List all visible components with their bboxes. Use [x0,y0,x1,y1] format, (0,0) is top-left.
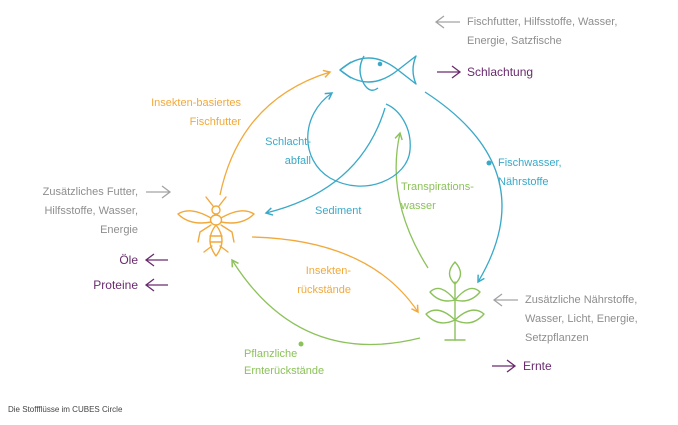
insect-inputs-line3: Energie [100,224,138,236]
protein-output-label: Proteine [93,278,138,292]
fish-inputs-line1: Fischfutter, Hilfsstoffe, Wasser, [467,16,618,28]
insect-inputs-line2: Hilfsstoffe, Wasser, [44,205,138,217]
arrow-insect-residue [251,236,419,314]
sediment-label: Sediment [315,205,362,217]
arrow-insect-feed [219,69,332,196]
arrow-fish-inputs [434,15,460,29]
fish-output-label: Schlachtung [467,65,534,79]
transpiration-label-line2: wasser [401,200,436,212]
arrow-protein-output [144,278,168,292]
oil-output-label: Öle [119,253,138,267]
arrow-transpiration [394,131,429,269]
arrow-fish-water [424,91,503,284]
insect-icon [177,196,255,257]
plant-residue-label-line1: Pflanzliche [244,348,298,360]
fish-icon [339,55,417,91]
arrow-sediment [264,107,386,216]
arrow-slaughter-output [437,65,462,79]
arrow-oil-output [144,253,168,267]
plant-residue-dot [298,341,304,347]
insect-residue-label-line1: Insekten- [305,265,351,277]
figure-caption: Die Stoffflüsse im CUBES Circle [8,405,123,414]
slaughter-waste-label-line2: abfall [284,155,311,167]
arrow-harvest-output [492,359,517,373]
fish-inputs-line2: Energie, Satzfische [467,35,562,47]
insect-residue-label-line2: rückstände [297,284,351,296]
plant-inputs-line2: Wasser, Licht, Energie, [525,313,638,325]
fish-water-label-line1: Fischwasser, [498,157,562,169]
arrow-plant-residue [231,258,421,346]
plant-inputs-line3: Setzpflanzen [525,332,589,344]
plant-residue-label-line2: Ernterückstände [244,365,325,377]
fish-water-label-line2: Nährstoffe [498,176,549,188]
transpiration-label-line1: Transpirations- [401,181,474,193]
arrow-insect-inputs [146,185,172,199]
fish-water-dot [486,160,492,166]
arrow-slaughter-waste [307,92,411,187]
insect-feed-label-line1: Insekten-basiertes [151,97,241,109]
harvest-output-label: Ernte [523,359,552,373]
slaughter-waste-label-line1: Schlacht- [265,136,311,148]
insect-feed-label-line2: Fischfutter [189,116,241,128]
plant-inputs-line1: Zusätzliche Nährstoffe, [525,294,638,306]
arrow-plant-inputs [492,293,518,307]
plant-icon [425,261,485,341]
insect-inputs-line1: Zusätzliches Futter, [42,186,138,198]
